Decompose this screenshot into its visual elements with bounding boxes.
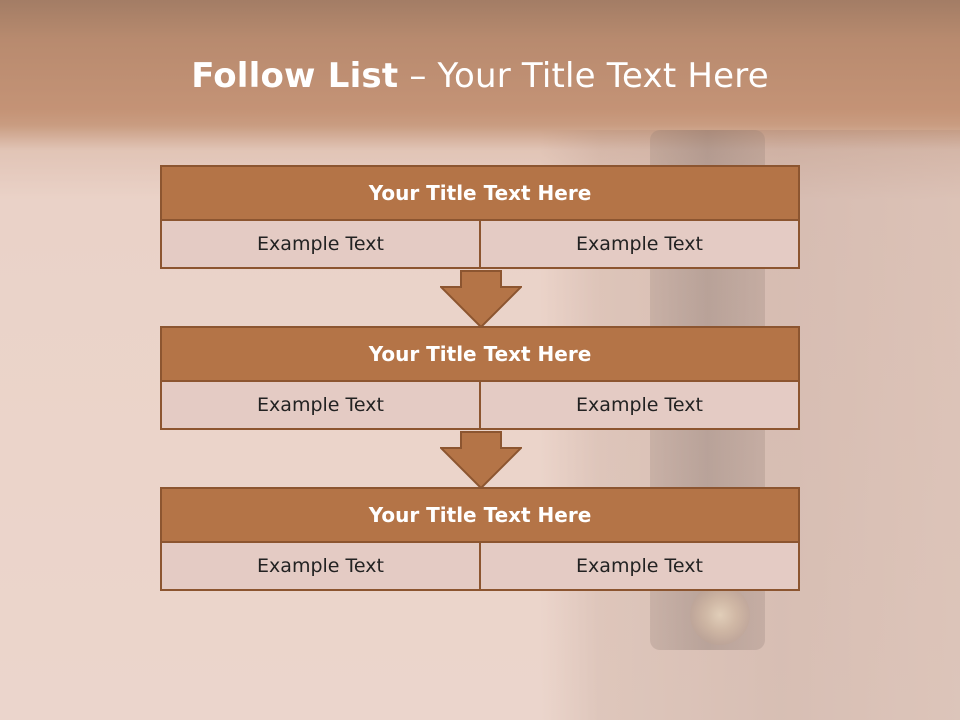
block-title: Your Title Text Here — [160, 487, 800, 543]
block-row: Example Text Example Text — [160, 221, 800, 269]
block-cell-right: Example Text — [481, 543, 800, 591]
block-row: Example Text Example Text — [160, 382, 800, 430]
block-cell-left: Example Text — [160, 221, 481, 269]
down-arrow-icon — [440, 270, 522, 328]
block-cell-right: Example Text — [481, 382, 800, 430]
block-title: Your Title Text Here — [160, 326, 800, 382]
slide-title-rest: – Your Title Text Here — [398, 56, 769, 96]
follow-block-1: Your Title Text Here Example Text Exampl… — [160, 165, 800, 269]
follow-block-3: Your Title Text Here Example Text Exampl… — [160, 487, 800, 591]
slide-title-bold: Follow List — [191, 56, 399, 96]
block-title: Your Title Text Here — [160, 165, 800, 221]
block-cell-left: Example Text — [160, 543, 481, 591]
slide-title: Follow List – Your Title Text Here — [0, 56, 960, 96]
block-cell-left: Example Text — [160, 382, 481, 430]
block-cell-right: Example Text — [481, 221, 800, 269]
down-arrow-icon — [440, 431, 522, 489]
key-image — [690, 585, 750, 645]
follow-block-2: Your Title Text Here Example Text Exampl… — [160, 326, 800, 430]
block-row: Example Text Example Text — [160, 543, 800, 591]
